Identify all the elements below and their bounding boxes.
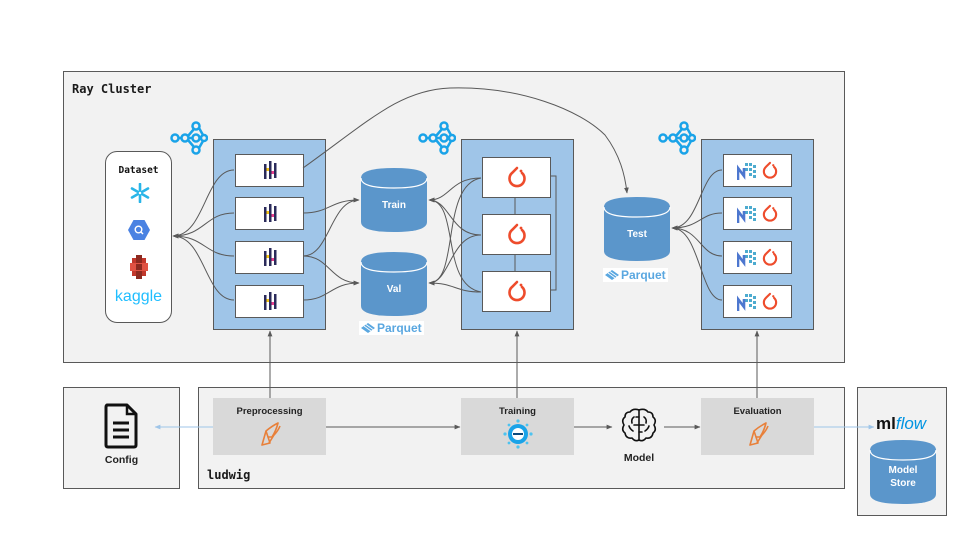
training-worker: [482, 157, 551, 198]
parquet-icon: [361, 323, 375, 333]
numpy-icon: [737, 161, 757, 181]
eval-worker: [723, 154, 792, 187]
dask-icon: [262, 247, 278, 269]
document-icon: [104, 403, 138, 449]
model-label: Model: [623, 452, 655, 464]
eval-worker: [723, 197, 792, 230]
mlflow-logo: mlflow: [876, 414, 926, 434]
training-stage[interactable]: Training: [461, 398, 574, 455]
preprocessing-stage[interactable]: Preprocessing: [213, 398, 326, 455]
training-worker: [482, 271, 551, 312]
val-store: Val: [360, 252, 428, 316]
ludwig-logo-icon: [258, 421, 282, 447]
eval-worker: [723, 241, 792, 274]
dask-icon: [262, 291, 278, 313]
val-store-label: Val: [386, 284, 402, 295]
training-workers-column: [461, 139, 574, 330]
model-store-label-line1: Model: [888, 465, 918, 476]
mlflow-flow: flow: [895, 414, 927, 433]
test-store: Test: [603, 197, 671, 261]
training-label: Training: [499, 406, 536, 417]
ray-icon: [418, 120, 456, 156]
evaluation-stage[interactable]: Evaluation: [701, 398, 814, 455]
numpy-icon: [737, 292, 757, 312]
pytorch-icon: [761, 248, 779, 268]
horovod-icon: [502, 419, 533, 449]
pytorch-icon: [506, 223, 528, 247]
kaggle-logo: kaggle: [114, 288, 163, 305]
pytorch-icon: [506, 280, 528, 304]
model-store-cylinder: Model Store: [869, 440, 937, 504]
preprocess-worker: [235, 285, 304, 318]
parquet-label: Parquet: [621, 268, 666, 282]
parquet-logo: Parquet: [603, 268, 668, 282]
parquet-logo: Parquet: [359, 321, 424, 335]
dask-icon: [262, 160, 278, 182]
train-store-label: Train: [382, 200, 406, 211]
pytorch-icon: [761, 292, 779, 312]
snowflake-icon: [130, 183, 150, 203]
s3-icon: [130, 255, 148, 279]
preprocess-worker: [235, 154, 304, 187]
preprocess-worker: [235, 241, 304, 274]
pytorch-icon: [506, 166, 528, 190]
numpy-icon: [737, 204, 757, 224]
parquet-icon: [605, 270, 619, 280]
brain-model-icon: [621, 408, 657, 442]
preprocess-workers-column: [213, 139, 326, 330]
preprocessing-label: Preprocessing: [236, 406, 303, 417]
eval-workers-column: [701, 139, 814, 330]
ludwig-title: ludwig: [207, 468, 251, 482]
bigquery-icon: [128, 220, 150, 240]
config-panel: Config: [63, 387, 180, 489]
ray-cluster-title: Ray Cluster: [72, 82, 152, 96]
model-store-panel: mlflow Model Store: [857, 387, 947, 516]
training-worker: [482, 214, 551, 255]
train-store: Train: [360, 168, 428, 232]
mlflow-ml: ml: [876, 414, 896, 433]
pytorch-icon: [761, 161, 779, 181]
evaluation-label: Evaluation: [733, 406, 782, 417]
dataset-box: Dataset kaggle: [105, 151, 172, 323]
pytorch-icon: [761, 204, 779, 224]
dataset-title: Dataset: [118, 165, 159, 176]
ludwig-logo-icon: [746, 421, 770, 447]
test-store-label: Test: [627, 229, 647, 240]
preprocess-worker: [235, 197, 304, 230]
ray-icon: [170, 120, 208, 156]
model-store-label-line2: Store: [890, 478, 916, 489]
parquet-label: Parquet: [377, 321, 422, 335]
numpy-icon: [737, 248, 757, 268]
config-label: Config: [104, 454, 139, 466]
dask-icon: [262, 203, 278, 225]
eval-worker: [723, 285, 792, 318]
ray-icon: [658, 120, 696, 156]
